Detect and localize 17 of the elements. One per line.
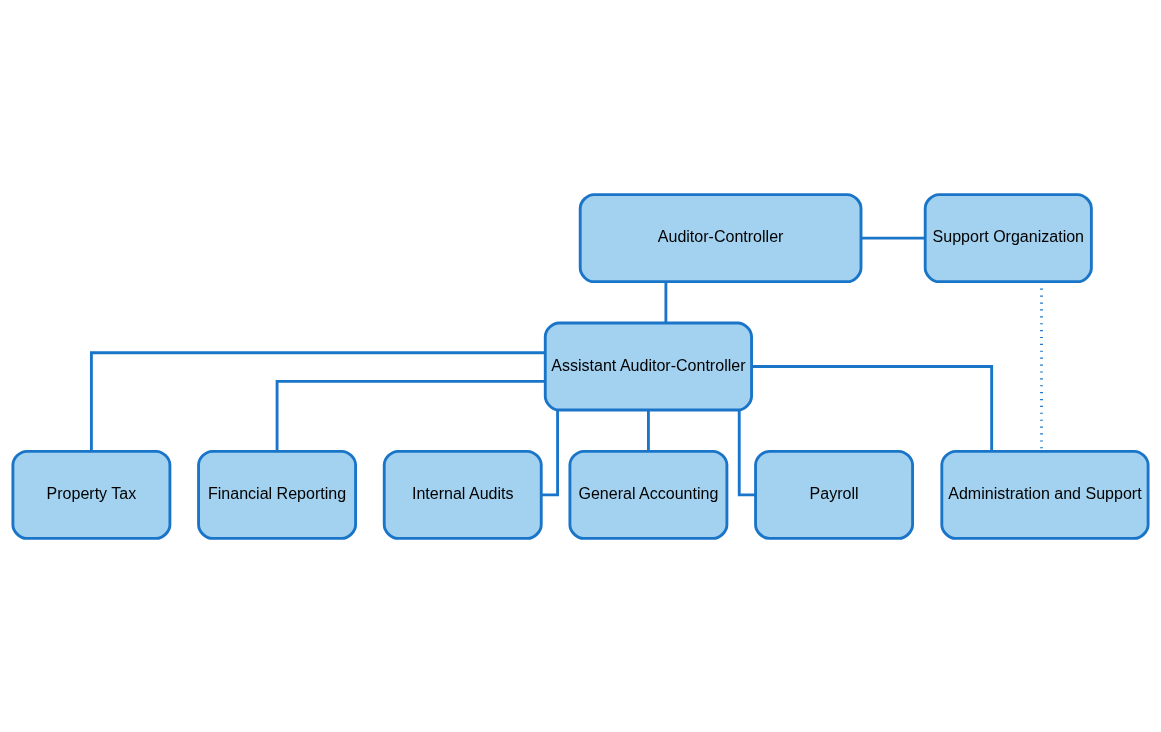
node-box: General Accounting [568, 449, 729, 540]
connector [541, 409, 559, 496]
node-box: Support Organization [923, 192, 1093, 283]
connector [751, 364, 994, 451]
node-box: Assistant Auditor-Controller [543, 321, 753, 411]
connector [646, 409, 650, 451]
connector [737, 409, 756, 496]
connector [664, 281, 668, 323]
node-box: Property Tax [11, 449, 172, 540]
node-box: Payroll [754, 449, 914, 540]
connector [275, 379, 545, 451]
node-box: Auditor-Controller [578, 192, 863, 283]
node-box: Administration and Support [940, 449, 1150, 540]
node-box: Internal Audits [382, 449, 543, 540]
connector [89, 350, 545, 451]
connector [861, 236, 925, 240]
node-box: Financial Reporting [197, 449, 357, 540]
